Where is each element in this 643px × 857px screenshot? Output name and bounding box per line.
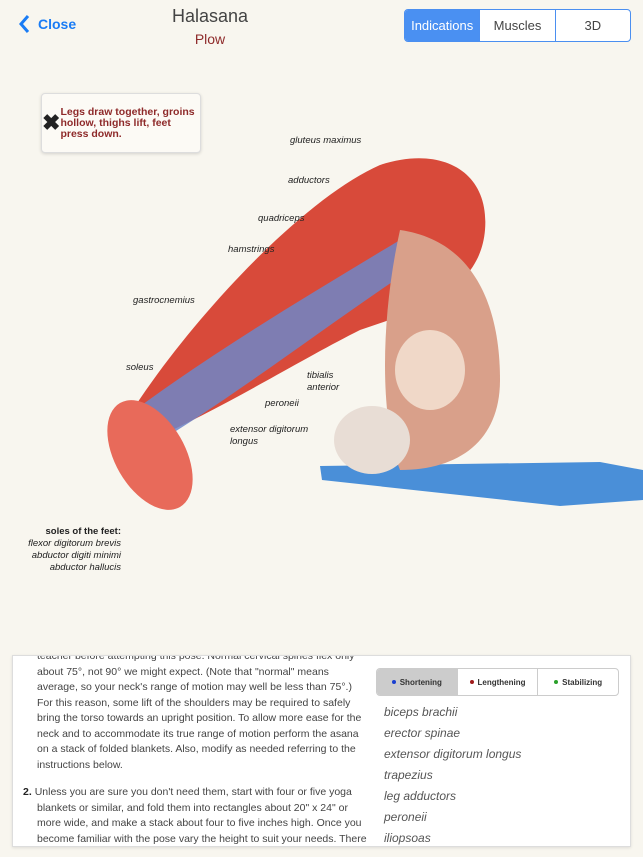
close-button[interactable]: Close xyxy=(18,14,76,34)
step-text: Unless you are sure you don't need them,… xyxy=(34,786,367,845)
tab-indications[interactable]: Indications xyxy=(405,10,480,41)
muscle-item[interactable]: trapezius xyxy=(384,768,433,782)
label-gastrocnemius: gastrocnemius xyxy=(133,295,195,306)
tab-shortening[interactable]: Shortening xyxy=(377,669,457,695)
muscle-item[interactable]: peroneii xyxy=(384,810,427,824)
shins xyxy=(115,240,410,450)
view-segmented-control: Indications Muscles 3D xyxy=(404,9,631,42)
soles-title: soles of the feet: xyxy=(45,526,122,537)
label-gluteus-maximus: gluteus maximus xyxy=(290,135,362,146)
feet xyxy=(107,400,193,510)
muscle-item[interactable]: biceps brachii xyxy=(384,705,458,719)
red-dot-icon xyxy=(469,680,474,684)
muscle-list[interactable]: biceps brachii erector spinae extensor d… xyxy=(384,702,522,846)
instruction-step-2: 2. Unless you are sure you don't need th… xyxy=(23,785,368,846)
head xyxy=(334,406,410,474)
step-number: 2. xyxy=(23,786,32,798)
tab-label: Shortening xyxy=(399,677,442,687)
info-panel: teacher before attempting this pose. Nor… xyxy=(12,655,631,847)
label-hamstrings: hamstrings xyxy=(228,244,275,255)
yoga-mat xyxy=(320,462,643,506)
page-title: Halasana xyxy=(171,6,249,26)
tab-muscles[interactable]: Muscles xyxy=(479,10,554,41)
close-label: Close xyxy=(38,16,77,32)
tab-label: Stabilizing xyxy=(562,677,603,687)
instructions-text[interactable]: teacher before attempting this pose. Nor… xyxy=(23,655,368,846)
chevron-left-icon xyxy=(19,15,30,33)
label-line: anterior xyxy=(307,382,340,393)
muscle-item[interactable]: leg adductors xyxy=(384,789,457,803)
soles-item: flexor digitorum brevis xyxy=(28,538,121,549)
cue-card: ✖ Legs draw together, groins hollow, thi… xyxy=(41,93,201,153)
shoulder xyxy=(395,330,465,410)
tab-stabilizing[interactable]: Stabilizing xyxy=(537,669,618,695)
label-quadriceps: quadriceps xyxy=(258,213,305,224)
label-line: extensor digitorum xyxy=(230,424,309,435)
anatomy-illustration xyxy=(107,158,643,510)
green-dot-icon xyxy=(554,680,559,684)
page-subtitle: Plow xyxy=(194,31,226,47)
muscle-item[interactable]: erector spinae xyxy=(384,726,461,740)
tab-label: Lengthening xyxy=(477,677,526,687)
muscle-item[interactable]: iliopsoas xyxy=(384,831,431,845)
tab-3d[interactable]: 3D xyxy=(554,10,630,41)
label-line: tibialis xyxy=(307,370,334,381)
soles-item: abductor hallucis xyxy=(49,562,121,573)
label-line: longus xyxy=(230,436,258,447)
instruction-paragraph: teacher before attempting this pose. Nor… xyxy=(37,655,362,771)
cue-text: Legs draw together, groins hollow, thigh… xyxy=(60,105,195,140)
label-peroneii: peroneii xyxy=(265,398,299,409)
tab-lengthening[interactable]: Lengthening xyxy=(456,669,538,695)
label-soleus: soleus xyxy=(126,362,154,373)
muscle-item[interactable]: extensor digitorum longus xyxy=(384,747,522,761)
label-adductors: adductors xyxy=(288,175,330,186)
blue-dot-icon xyxy=(391,680,396,684)
soles-item: abductor digiti minimi xyxy=(31,550,121,561)
soles-label: soles of the feet: flexor digitorum brev… xyxy=(28,526,121,574)
muscle-type-tabs: Shortening Lengthening Stabilizing xyxy=(376,668,619,696)
close-icon[interactable]: ✖ xyxy=(42,110,61,135)
